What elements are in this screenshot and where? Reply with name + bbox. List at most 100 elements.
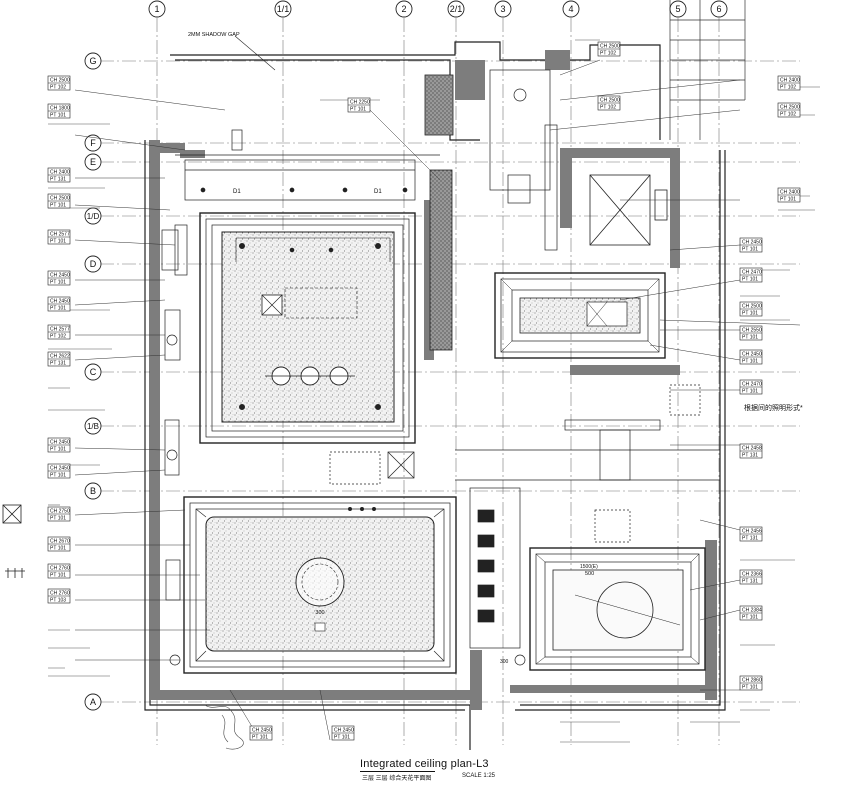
grid-label-left: 1/B (87, 422, 99, 431)
svg-text:CH 2577: CH 2577 (50, 327, 70, 333)
svg-text:PT 102: PT 102 (600, 51, 616, 57)
plant-icon (204, 704, 244, 750)
svg-text:PT 101: PT 101 (252, 735, 268, 741)
svg-text:CH 2500: CH 2500 (742, 304, 762, 310)
right-note: 根据间的照明形式* (744, 403, 803, 412)
grid-label-left: D (90, 259, 97, 269)
grid-label-top: 5 (675, 4, 680, 14)
upper-band (184, 159, 416, 201)
svg-text:PT 101: PT 101 (50, 280, 66, 286)
svg-text:PT 101: PT 101 (50, 203, 66, 209)
grid-label-left: C (90, 367, 97, 377)
svg-text:CH 2500: CH 2500 (50, 196, 70, 202)
svg-text:PT 101: PT 101 (742, 359, 758, 365)
grid-bubbles-top (148, 0, 728, 18)
svg-text:CH 2384: CH 2384 (742, 608, 762, 614)
svg-text:PT 101: PT 101 (742, 615, 758, 621)
grid-label-top: 4 (568, 4, 573, 14)
svg-text:PT 131: PT 131 (50, 177, 66, 183)
grid-labels-top: 1 1/1 2 2/1 3 4 5 6 (154, 4, 721, 14)
svg-text:PT 101: PT 101 (334, 735, 350, 741)
grid-lines (100, 18, 800, 745)
grid-label-left: F (90, 138, 96, 148)
grid-labels-left: G F E 1/D D C 1/B B A (87, 56, 100, 707)
grid-label-left: G (89, 56, 96, 66)
svg-text:PT 103: PT 103 (50, 598, 66, 604)
svg-text:PT 101: PT 101 (50, 516, 66, 522)
svg-text:CH 2622: CH 2622 (50, 354, 70, 360)
svg-text:PT 101: PT 101 (742, 389, 758, 395)
svg-text:CH 2450: CH 2450 (50, 466, 70, 472)
grid-label-top: 1 (154, 4, 159, 14)
grid-bubbles-left (84, 52, 102, 711)
svg-text:CH 2500: CH 2500 (600, 44, 620, 50)
dim-label: 500 (585, 571, 594, 577)
svg-text:PT 131: PT 131 (742, 579, 758, 585)
svg-text:PT 101: PT 101 (50, 473, 66, 479)
svg-text:CH 2366: CH 2366 (742, 572, 762, 578)
svg-text:PT 102: PT 102 (50, 85, 66, 91)
svg-text:CH 2470: CH 2470 (742, 270, 762, 276)
grid-label-left: A (90, 697, 96, 707)
drawing-title: Integrated ceiling plan-L3 (360, 758, 489, 770)
title-block: Integrated ceiling plan-L3 三层 三层 综合天花平面图… (0, 756, 845, 786)
svg-text:CH 1800: CH 1800 (50, 106, 70, 112)
svg-text:CH 2550: CH 2550 (742, 328, 762, 334)
svg-text:CH 2500: CH 2500 (600, 98, 620, 104)
elevator-shaft (589, 174, 668, 246)
grid-label-left: E (90, 157, 96, 167)
wall-fills (150, 50, 717, 710)
drawing-subtitle: 三层 三层 综合天花平面图 (362, 776, 432, 782)
dim-label: 300 (315, 610, 324, 616)
grid-label-top: 2/1 (450, 4, 463, 14)
svg-text:PT 131: PT 131 (742, 453, 758, 459)
leader-lines (74, 59, 801, 741)
room-lower-left (183, 496, 457, 674)
grid-label-top: 1/1 (277, 4, 290, 14)
svg-text:CH 2470: CH 2470 (742, 382, 762, 388)
svg-text:PT 101: PT 101 (50, 447, 66, 453)
svg-text:PT 102: PT 102 (50, 334, 66, 340)
svg-text:CH 2750: CH 2750 (50, 509, 70, 515)
svg-text:CH 2500: CH 2500 (780, 105, 800, 111)
svg-text:CH 2500: CH 2500 (50, 78, 70, 84)
svg-text:CH 2456: CH 2456 (742, 529, 762, 535)
room-right-lower (514, 547, 706, 671)
svg-text:CH 2400: CH 2400 (780, 190, 800, 196)
room-upper-left (199, 212, 416, 444)
svg-text:CH 2400: CH 2400 (780, 78, 800, 84)
svg-text:CH 2450: CH 2450 (50, 299, 70, 305)
dim-label: 300 (500, 659, 509, 665)
svg-text:CH 2250: CH 2250 (350, 100, 370, 106)
svg-text:CH 2450: CH 2450 (742, 352, 762, 358)
svg-text:CH 2400: CH 2400 (50, 170, 70, 176)
svg-text:PT 101: PT 101 (350, 107, 366, 113)
svg-text:PT 102: PT 102 (600, 105, 616, 111)
left-wall-details (161, 224, 188, 666)
room-mark: D1 (374, 189, 382, 195)
grid-label-top: 2 (401, 4, 406, 14)
svg-text:CH 2450: CH 2450 (50, 273, 70, 279)
svg-text:CH 2670: CH 2670 (50, 539, 70, 545)
grid-label-top: 3 (500, 4, 505, 14)
